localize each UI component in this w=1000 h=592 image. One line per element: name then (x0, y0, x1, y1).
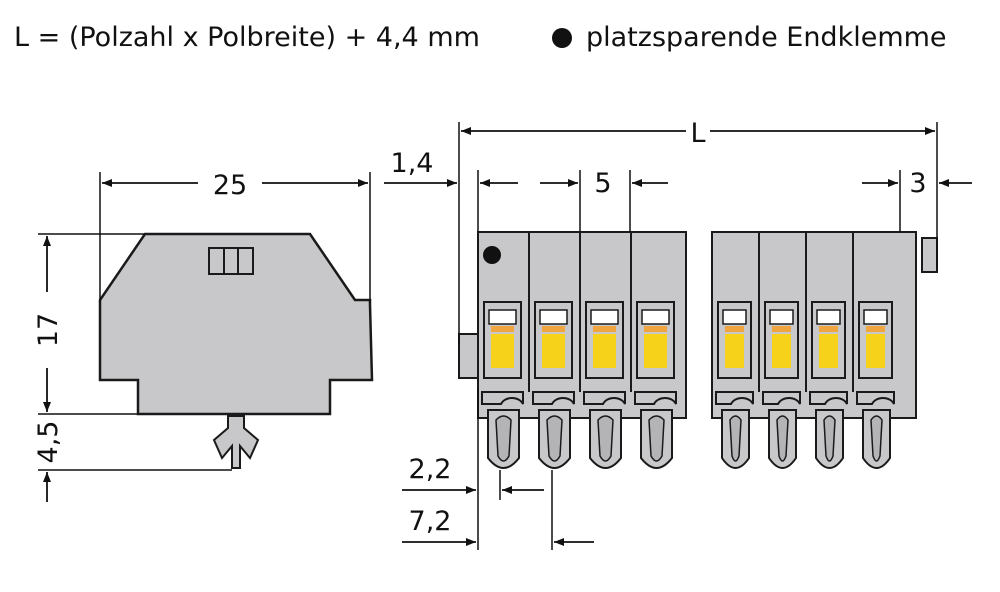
actuator-yellow (725, 334, 744, 368)
dimension-1-4: 1,4 (384, 148, 518, 232)
formula-text: L = (Polzahl x Polbreite) + 4,4 mm (14, 22, 480, 53)
actuator-yellow (542, 334, 565, 368)
label-17: 17 (33, 313, 64, 347)
latch (634, 391, 677, 405)
latch (532, 391, 575, 405)
actuator-orange (644, 326, 667, 332)
clamp-slot (590, 309, 619, 325)
dimension-5: 5 (540, 168, 668, 232)
clamp-slot (539, 309, 568, 325)
pin-hole (546, 415, 563, 462)
clamp-slot (769, 309, 794, 325)
filled-dot-icon (483, 246, 501, 264)
actuator-orange (866, 326, 885, 332)
label-2-2: 2,2 (409, 454, 452, 485)
clamp-slot (863, 309, 888, 325)
latch (856, 391, 895, 405)
actuator-yellow (491, 334, 514, 368)
pin-hole (776, 415, 789, 462)
legend-label: platzsparende Endklemme (586, 22, 947, 53)
label-4-5: 4,5 (33, 421, 64, 464)
label-window (208, 247, 254, 275)
pin-hole (597, 415, 614, 462)
side-view (98, 232, 374, 469)
actuator-yellow (593, 334, 616, 368)
pin-hole (870, 415, 883, 462)
legend: platzsparende Endklemme (552, 22, 947, 53)
right-end-tab (921, 237, 938, 273)
actuator-orange (593, 326, 616, 332)
label-1-4: 1,4 (391, 148, 434, 179)
filled-dot-icon (552, 27, 572, 48)
actuator-yellow (644, 334, 667, 368)
pin-hole (495, 415, 512, 462)
label-L: L (690, 118, 705, 149)
rail-foot (212, 415, 260, 469)
actuator-orange (725, 326, 744, 332)
clamp-slot (641, 309, 670, 325)
dimension-3: 3 (862, 168, 972, 232)
dimension-17: 17 (33, 233, 145, 415)
clamp-slot (722, 309, 747, 325)
pin-hole (729, 415, 742, 462)
actuator-orange (772, 326, 791, 332)
dimension-7-2: 7,2 (402, 470, 594, 550)
actuator-orange (491, 326, 514, 332)
label-25: 25 (213, 170, 247, 201)
clamp-slot (816, 309, 841, 325)
clamp-slot (488, 309, 517, 325)
latch (762, 391, 801, 405)
pin-hole (823, 415, 836, 462)
dimension-L: L (458, 118, 938, 345)
actuator-yellow (772, 334, 791, 368)
actuator-yellow (866, 334, 885, 368)
pin-hole (648, 415, 665, 462)
actuator-orange (542, 326, 565, 332)
latch (481, 391, 524, 405)
label-5: 5 (594, 168, 611, 199)
actuator-orange (819, 326, 838, 332)
dimension-25: 25 (99, 170, 371, 302)
left-end-tab (458, 333, 480, 379)
latch (715, 391, 754, 405)
dimension-4-5: 4,5 (33, 421, 232, 502)
actuator-yellow (819, 334, 838, 368)
dimension-2-2: 2,2 (402, 388, 544, 550)
side-view-body (98, 232, 374, 416)
front-view (458, 231, 938, 469)
label-3: 3 (909, 168, 926, 199)
latch (809, 391, 848, 405)
latch (583, 391, 626, 405)
label-7-2: 7,2 (409, 506, 452, 537)
